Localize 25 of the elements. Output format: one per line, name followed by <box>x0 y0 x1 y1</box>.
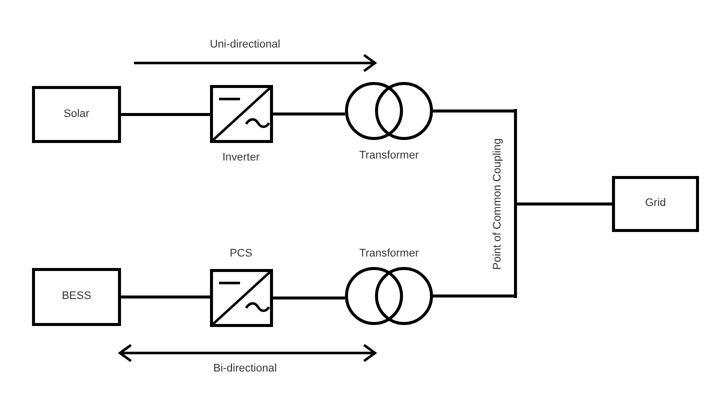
direction-label: Bi-directional <box>213 364 277 374</box>
block-label: Solar <box>64 108 90 122</box>
component-label: Inverter <box>222 152 260 164</box>
bus-label: Point of Common Coupling <box>492 138 504 270</box>
block-box <box>32 86 121 143</box>
block-label: BESS <box>62 290 92 304</box>
component-label: Transformer <box>359 150 419 162</box>
transformer-symbol <box>345 267 433 325</box>
bus-bar <box>514 109 517 298</box>
component-label: Transformer <box>359 248 419 260</box>
block-label: Grid <box>645 197 666 211</box>
connector-line <box>121 113 210 116</box>
connector-line <box>273 296 345 300</box>
transformer-symbol <box>345 82 433 140</box>
converter-symbol <box>210 85 273 143</box>
direction-label: Uni-directional <box>210 40 280 50</box>
component-label: PCS <box>230 248 252 260</box>
converter-symbol <box>210 269 273 327</box>
block-box <box>32 268 121 326</box>
block-box <box>612 176 699 232</box>
connector-line <box>121 296 210 298</box>
connector-line <box>517 202 612 206</box>
connector-line <box>433 110 514 112</box>
connector-line <box>433 294 514 298</box>
connector-line <box>273 112 345 116</box>
